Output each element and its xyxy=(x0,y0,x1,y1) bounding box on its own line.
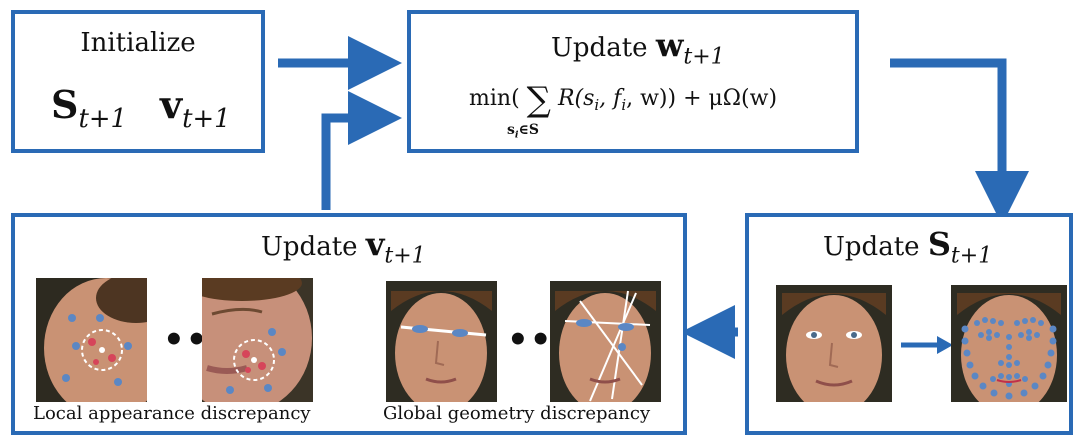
update-s-title: Update St+1 xyxy=(823,225,993,269)
update-w-title: Update wt+1 xyxy=(551,26,725,70)
initialize-title: Initialize xyxy=(80,28,196,58)
update-v-box: Update vt+1 ••• xyxy=(11,213,687,435)
update-v-title: Update vt+1 xyxy=(261,225,426,269)
objective-formula: min( ∑ R(si, fi, w)) + μΩ(w) xyxy=(469,80,778,120)
face-photo-global-1 xyxy=(386,281,497,402)
initialize-v-var: vt+1 xyxy=(160,82,231,135)
face-photo-local-2 xyxy=(202,278,313,402)
arrow-down-icon xyxy=(890,58,1029,225)
face-photo-local-1 xyxy=(36,278,147,402)
face-photo-landmarks xyxy=(951,285,1067,402)
update-w-box: Update wt+1 min( ∑ R(si, fi, w)) + μΩ(w)… xyxy=(407,10,859,153)
sum-subscript: si∈S xyxy=(507,122,539,141)
update-s-box: Update St+1 xyxy=(745,213,1073,435)
face-photo-global-2 xyxy=(550,281,661,402)
initialize-s-var: St+1 xyxy=(51,82,127,135)
caption-global: Global geometry discrepancy xyxy=(383,403,651,424)
face-photo-input xyxy=(776,285,892,402)
initialize-box: Initialize St+1 vt+1 xyxy=(11,10,265,153)
arrow-up-right-icon xyxy=(321,91,402,210)
arrow-right-small-icon xyxy=(901,336,953,354)
caption-local: Local appearance discrepancy xyxy=(33,403,311,424)
